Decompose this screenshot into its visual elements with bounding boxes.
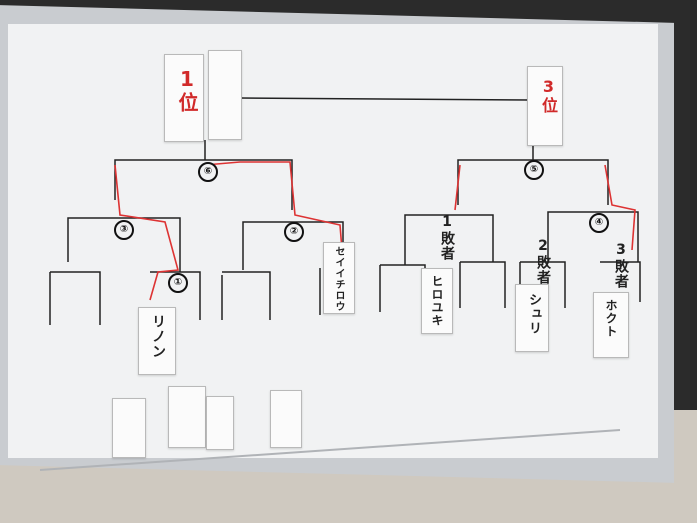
loser2-label: 2敗者 <box>535 238 551 285</box>
player-card-hiroyuki: ヒロユキ <box>421 268 453 334</box>
first-place-card: 1位 <box>164 54 204 142</box>
blank-card <box>208 50 242 140</box>
match-number-left-semi-a: ③ <box>114 220 134 240</box>
first-place-label: 1位 <box>175 67 199 113</box>
player-name-hiroyuki: ヒロユキ <box>430 275 444 327</box>
player-name-seiichirou: セイイチロウ <box>333 246 344 312</box>
loser1-label: 1敗者 <box>439 214 455 261</box>
blank-card <box>168 386 206 448</box>
player-card-rinon: リノン <box>138 307 176 375</box>
match-number-final: ⑥ <box>198 162 218 182</box>
third-place-card: 3位 <box>527 66 563 146</box>
player-name-hokuto: ホクト <box>604 299 618 338</box>
blank-card <box>270 390 302 448</box>
blank-card <box>112 398 146 458</box>
match-number-left-semi-b: ② <box>284 222 304 242</box>
loser3-label: 3敗者 <box>613 242 629 289</box>
match-number-third-place: ⑤ <box>524 160 544 180</box>
blank-card <box>206 396 234 450</box>
third-place-label: 3位 <box>539 77 558 114</box>
match-number-right-semi: ④ <box>589 213 609 233</box>
match-number-first-round: ① <box>168 273 188 293</box>
player-name-rinon: リノン <box>150 314 166 359</box>
player-card-hokuto: ホクト <box>593 292 629 358</box>
player-card-seiichirou: セイイチロウ <box>323 242 355 314</box>
player-card-shuri: シュリ <box>515 284 549 352</box>
player-name-shuri: シュリ <box>526 293 541 335</box>
